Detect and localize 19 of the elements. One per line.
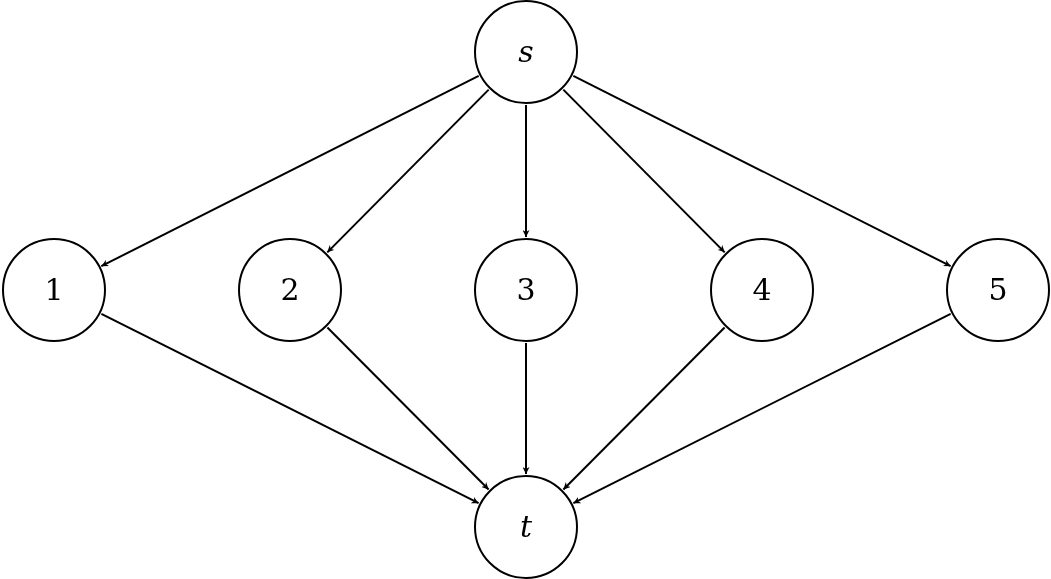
- arrow: [100, 74, 480, 268]
- arrow: [562, 326, 726, 491]
- arrow: [572, 74, 952, 268]
- node-label: 1: [44, 275, 64, 305]
- arrow: [326, 88, 490, 254]
- node-label: s: [518, 37, 534, 67]
- node-label: t: [519, 512, 533, 542]
- node-label: 2: [280, 275, 300, 305]
- arrow: [326, 326, 490, 491]
- node-label: 5: [988, 275, 1008, 305]
- arrow: [562, 88, 726, 254]
- node-label: 4: [752, 275, 772, 305]
- node-label: 3: [516, 275, 536, 305]
- arrow: [522, 104, 530, 238]
- arrow: [522, 342, 530, 475]
- arrow: [572, 312, 952, 505]
- node-circle: [474, 475, 578, 579]
- arrow: [100, 312, 480, 505]
- node-circle: [474, 0, 578, 104]
